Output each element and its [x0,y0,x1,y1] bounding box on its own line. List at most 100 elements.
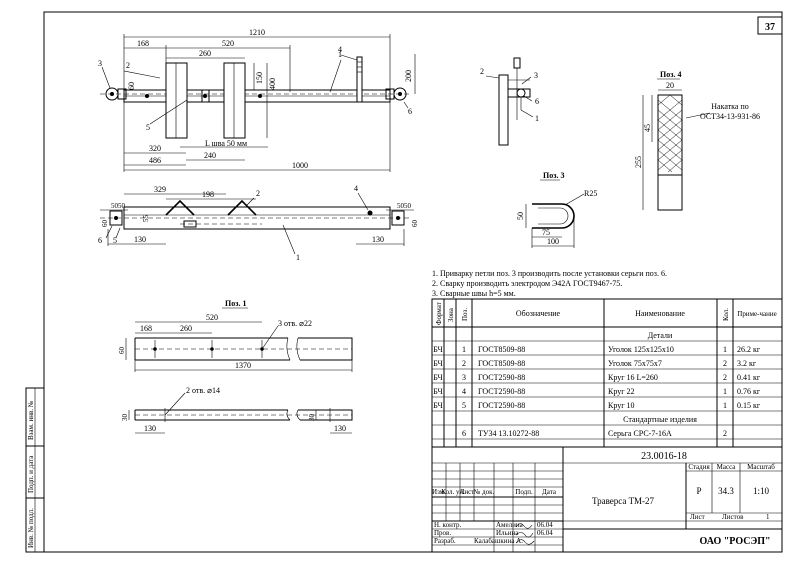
pos3-view: Поз. 3 R25 50 75 100 [516,171,597,248]
spec-row-note: 3.2 кг [737,359,757,368]
svg-text:100: 100 [547,237,559,246]
main-plate-left [165,62,188,139]
svg-text:45: 45 [643,124,652,132]
spec-row-designation: ГОСТ2590-88 [478,373,525,382]
sheet-number-box [757,16,783,35]
sheets-count: 1 [766,513,770,521]
spec-header-note: Приме-чание [737,310,776,318]
spec-header-qty: Кол. [722,308,730,321]
svg-text:5050: 5050 [111,202,126,210]
svg-text:6: 6 [408,107,412,116]
stamp-inv-replace: Взам. инв. № [27,400,35,440]
svg-text:168: 168 [140,324,152,333]
svg-text:486: 486 [149,156,161,165]
svg-text:3: 3 [98,59,102,68]
svg-text:150: 150 [255,72,264,84]
svg-text:6: 6 [98,236,102,245]
spec-header-pos: Поз. [461,308,469,321]
svg-text:06.04: 06.04 [537,529,553,537]
note-2: 2. Сварку производить электродом Э42А ГО… [432,279,622,288]
svg-text:168: 168 [137,39,149,48]
spec-row-note: 0.76 кг [737,387,761,396]
svg-text:1000: 1000 [292,161,308,170]
svg-text:Лист: Лист [460,488,475,496]
scale-value: 1:10 [753,486,770,496]
title-block: Изм. Кол. уч. Лист № док. Подп. Дата Н. … [431,446,783,553]
spec-row-format: БЧ [433,359,442,368]
svg-text:2: 2 [126,61,130,70]
svg-text:20: 20 [666,81,674,90]
doc-code: 23.0016-18 [641,451,687,462]
svg-text:520: 520 [222,39,234,48]
spec-row-qty: 2 [723,359,727,368]
svg-text:Листов: Листов [722,513,744,521]
svg-text:Амелина: Амелина [496,521,524,529]
spec-row-designation: ГОСТ8509-88 [478,345,525,354]
spec-row-name: Круг 22 [608,387,635,396]
svg-text:2: 2 [256,189,260,198]
spec-row-name: Круг 10 [608,401,635,410]
svg-text:60: 60 [101,220,109,228]
svg-text:4: 4 [338,45,342,54]
svg-text:6: 6 [535,97,539,106]
svg-text:Лист: Лист [690,513,705,521]
spec-row-format: БЧ [433,373,442,382]
spec-header-zone: Зона [447,307,455,322]
svg-text:30: 30 [121,414,129,422]
doc-title: Траверса ТМ-27 [592,496,655,506]
spec-row-name: Уголок 125х125х10 [608,345,674,354]
svg-text:Ильина: Ильина [496,529,519,537]
svg-text:ОСТ34-13-931-86: ОСТ34-13-931-86 [700,112,760,121]
svg-text:Разраб.: Разраб. [434,537,456,545]
pos4-knurl [657,94,683,173]
svg-text:60: 60 [118,347,126,355]
signature-marks [515,523,535,545]
svg-text:520: 520 [206,313,218,322]
stage-value: Р [696,486,701,496]
svg-text:130: 130 [372,235,384,244]
svg-text:№ док.: № док. [474,488,495,496]
svg-text:1: 1 [535,114,539,123]
svg-text:30: 30 [308,414,316,422]
top-view: 329 198 5050 5050 60 55 60 130 130 2 4 1… [98,184,419,262]
svg-text:240: 240 [204,151,216,160]
spec-row-format: БЧ [433,401,442,410]
spec-row-designation: ГОСТ2590-88 [478,401,525,410]
pos4-rod [657,94,683,211]
svg-text:1: 1 [338,50,342,59]
spec-std-row-name: Серьга СРС-7-16А [608,429,672,438]
svg-text:50: 50 [516,212,525,220]
svg-text:130: 130 [334,424,346,433]
spec-row-pos: 4 [462,387,466,396]
spec-row-qty: 2 [723,373,727,382]
spec-section-parts: Детали [648,331,673,340]
svg-text:Дата: Дата [542,488,557,496]
svg-text:329: 329 [154,185,166,194]
svg-text:60: 60 [411,220,419,228]
note-3: 3. Сварные швы h=5 мм. [432,289,516,298]
sheet-number: 37 [765,22,775,33]
spec-row-pos: 1 [462,345,466,354]
svg-text:255: 255 [634,156,643,168]
main-handle [356,56,363,103]
svg-text:130: 130 [144,424,156,433]
spec-row-name: Уголок 75х75х7 [608,359,662,368]
svg-text:Пров.: Пров. [434,529,451,537]
svg-text:75: 75 [542,228,550,237]
svg-text:Калабашкина А.: Калабашкина А. [474,537,523,545]
spec-row-note: 0.41 кг [737,373,761,382]
side-view: 2 3 6 1 [480,57,539,146]
spec-header-name: Наименование [635,309,685,318]
svg-text:55: 55 [142,215,150,223]
spec-row-qty: 1 [723,387,727,396]
pos1-view: Поз. 1 168 260 520 3 отв. ⌀22 60 1370 [118,299,353,434]
main-plate-right [223,62,246,139]
svg-text:Стадия: Стадия [688,463,710,471]
svg-text:4: 4 [354,184,358,193]
svg-text:R25: R25 [584,189,597,198]
svg-text:400: 400 [268,78,277,90]
mass-value: 34.3 [718,486,734,496]
svg-text:5: 5 [146,123,150,132]
spec-header-designation: Обозначение [516,309,561,318]
